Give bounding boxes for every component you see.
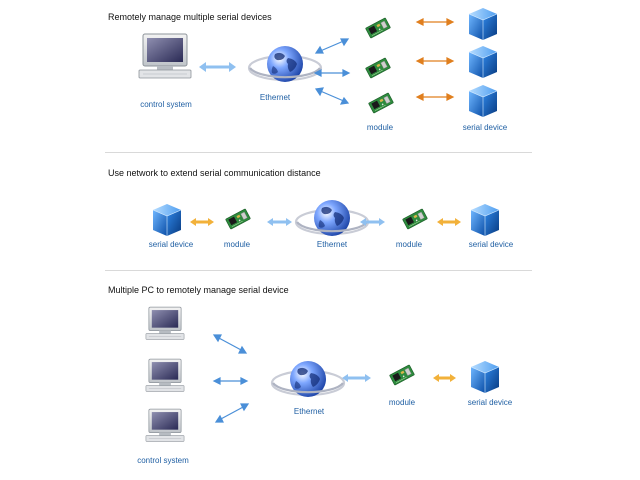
double-arrow-icon xyxy=(267,218,292,226)
double-arrow-icon xyxy=(199,62,236,72)
module-label: module xyxy=(366,123,394,132)
control-system-label: control system xyxy=(140,100,192,109)
module-label: module xyxy=(388,398,416,407)
ethernet-label: Ethernet xyxy=(259,93,291,102)
serial-device-label: serial device xyxy=(468,240,514,249)
double-arrow-icon xyxy=(360,218,385,226)
arrow-icon xyxy=(313,38,351,105)
module-label: module xyxy=(223,240,251,249)
serial-device-label: serial device xyxy=(462,123,508,132)
section-title: Remotely manage multiple serial devices xyxy=(108,12,272,22)
section-divider xyxy=(105,152,532,153)
connection-arrows xyxy=(212,334,456,423)
section-title: Use network to extend serial communicati… xyxy=(108,168,321,178)
connection-arrows xyxy=(190,218,461,226)
serial-device-label: serial device xyxy=(148,240,194,249)
arrow-icon xyxy=(212,334,250,423)
arrow-icon xyxy=(415,18,455,101)
double-arrow-icon xyxy=(342,374,371,382)
ethernet-label: Ethernet xyxy=(316,240,348,249)
double-arrow-icon xyxy=(433,374,456,382)
ethernet-label: Ethernet xyxy=(293,407,325,416)
control-system-label: control system xyxy=(137,456,189,465)
connection-arrows xyxy=(199,18,455,105)
section-title: Multiple PC to remotely manage serial de… xyxy=(108,285,289,295)
section-divider xyxy=(105,270,532,271)
module-label: module xyxy=(395,240,423,249)
serial-device-label: serial device xyxy=(467,398,513,407)
double-arrow-icon xyxy=(437,218,461,226)
double-arrow-icon xyxy=(190,218,214,226)
